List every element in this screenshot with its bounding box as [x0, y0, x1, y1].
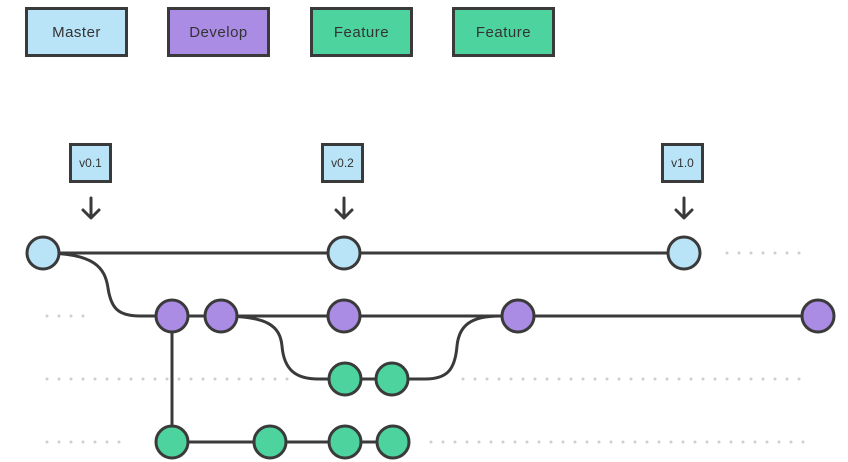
arrow-down-icon	[674, 196, 694, 220]
legend-master: Master	[25, 7, 128, 57]
legend-master-label: Master	[52, 23, 101, 41]
tag-v0-2: v0.2	[321, 143, 364, 183]
legend-develop: Develop	[167, 7, 270, 57]
develop-commit	[326, 298, 362, 334]
feature-commit	[327, 424, 363, 460]
legend-feature-1: Feature	[310, 7, 413, 57]
develop-commit	[203, 298, 239, 334]
develop-commit	[500, 298, 536, 334]
feature-commit	[154, 424, 190, 460]
master-commit	[666, 235, 702, 271]
develop-commit	[154, 298, 190, 334]
feature-commit	[374, 361, 410, 397]
develop-commit	[800, 298, 836, 334]
arrow-down-icon	[334, 196, 354, 220]
tag-v1-0-label: v1.0	[671, 156, 694, 170]
feature-1-merge-back	[390, 314, 520, 381]
master-commit	[25, 235, 61, 271]
develop-branch-from-master	[41, 251, 174, 318]
legend-feature-2: Feature	[452, 7, 555, 57]
legend-feature-1-label: Feature	[333, 23, 390, 41]
feature-1-branch-out	[219, 314, 347, 381]
arrow-down-icon	[81, 196, 101, 220]
master-commit	[326, 235, 362, 271]
feature-commit	[375, 424, 411, 460]
tag-v0-1-label: v0.1	[79, 156, 102, 170]
feature-commit	[252, 424, 288, 460]
legend-develop-label: Develop	[189, 23, 248, 41]
tag-v0-1: v0.1	[69, 143, 112, 183]
tag-v0-2-label: v0.2	[331, 156, 354, 170]
tag-v1-0: v1.0	[661, 143, 704, 183]
legend-feature-2-label: Feature	[475, 23, 532, 41]
feature-commit	[327, 361, 363, 397]
